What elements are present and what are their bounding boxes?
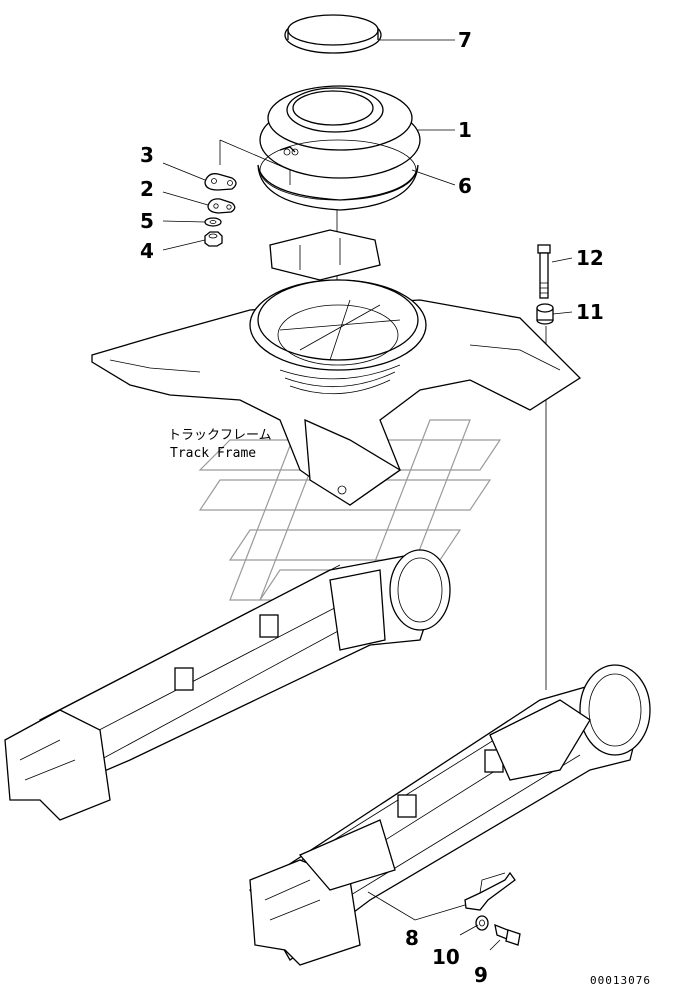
callout-11: 11 <box>576 300 604 324</box>
callout-12: 12 <box>576 246 604 270</box>
callout-1: 1 <box>458 118 472 142</box>
part-6-lower-ring <box>257 139 419 211</box>
callout-3: 3 <box>140 143 154 167</box>
part-8-guard <box>464 871 516 911</box>
callout-9: 9 <box>474 963 488 987</box>
callout-10: 10 <box>432 945 460 969</box>
part-1-bearing-ring <box>259 85 421 179</box>
leader-lines <box>162 39 573 951</box>
part-11-spacer <box>536 303 554 325</box>
callout-4: 4 <box>140 239 154 263</box>
center-frame <box>91 229 582 506</box>
part-7-seal-ring <box>284 14 382 54</box>
callout-6: 6 <box>458 174 472 198</box>
part-5-washer <box>204 217 222 227</box>
group-leader-line <box>219 139 291 185</box>
part-12-bolt <box>537 244 551 299</box>
callout-8: 8 <box>405 926 419 950</box>
callout-2: 2 <box>140 177 154 201</box>
document-number: 00013076 <box>590 974 651 987</box>
part-2-gasket <box>207 198 236 214</box>
right-track-frame <box>249 664 651 966</box>
part-9-bolt <box>494 923 521 946</box>
track-frame-label-jp: トラックフレーム <box>168 428 272 443</box>
part-4-nut <box>204 231 223 247</box>
left-track-frame <box>4 549 451 821</box>
track-frame-label-en: Track Frame <box>170 446 256 461</box>
callout-7: 7 <box>458 28 472 52</box>
callout-5: 5 <box>140 209 154 233</box>
part-10-washer <box>475 915 489 931</box>
part-3-gasket <box>204 173 237 191</box>
